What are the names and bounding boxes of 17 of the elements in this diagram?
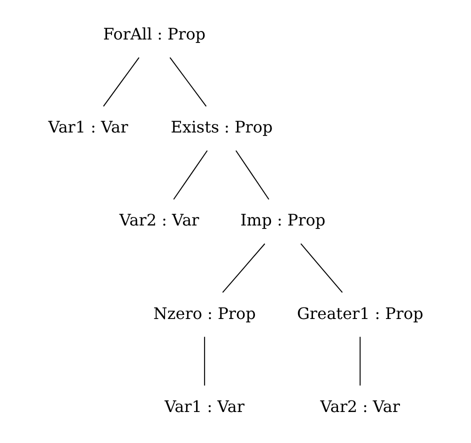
node-text: Nzero : Prop: [153, 304, 256, 323]
connector: [222, 243, 266, 293]
connector: [173, 150, 208, 200]
connector: [103, 57, 140, 107]
node-text: ForAll : Prop: [103, 24, 206, 44]
node-text: Exists : Prop: [170, 118, 273, 137]
node-text: Var2 : Var: [119, 210, 200, 230]
node-text: Imp : Prop: [240, 210, 326, 230]
connector: [235, 150, 270, 200]
connector: [170, 57, 207, 107]
node-text: Var1 : Var: [48, 118, 128, 137]
connector: [204, 336, 206, 386]
node-text: Greater1 : Prop: [296, 304, 424, 323]
node-text: Var1 : Var: [164, 396, 244, 416]
connector: [360, 336, 361, 386]
node-text: Var2 : Var: [320, 396, 400, 416]
connector: [300, 243, 343, 293]
